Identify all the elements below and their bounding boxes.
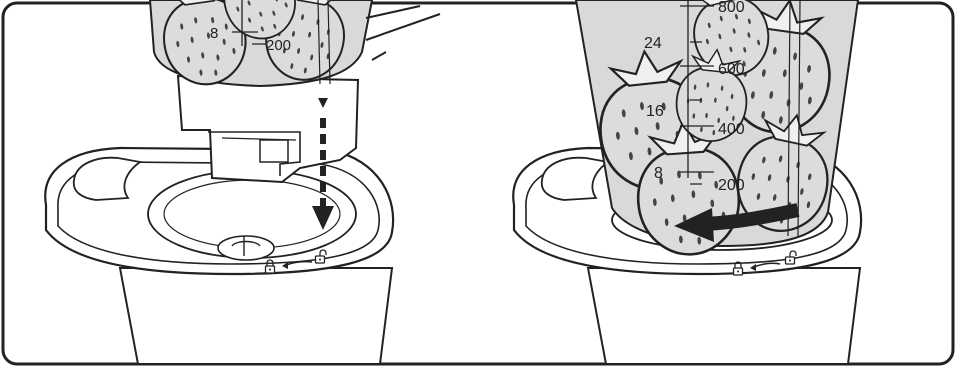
- right-scale-ml-200: 200: [718, 177, 745, 194]
- right-scale-ml-600: 600: [718, 61, 745, 78]
- left-jar-handle: [366, 6, 440, 60]
- right-scale-oz-16: 16: [646, 103, 664, 120]
- right-panel: 800 600 400 200 24 16 8: [513, 0, 861, 364]
- left-scale-ml-label: 200: [266, 37, 291, 54]
- left-scale-ounce-label: 8: [210, 25, 218, 42]
- left-drive-coupler: [218, 236, 274, 260]
- right-scale-oz-8: 8: [654, 165, 663, 182]
- left-motor-base: [120, 268, 392, 364]
- right-scale-ml-400: 400: [718, 121, 745, 138]
- right-scale-oz-24: 24: [644, 35, 662, 52]
- left-panel: 8 200: [45, 0, 440, 364]
- right-scale-ml-800: 800: [718, 0, 745, 16]
- right-motor-base: [588, 268, 860, 364]
